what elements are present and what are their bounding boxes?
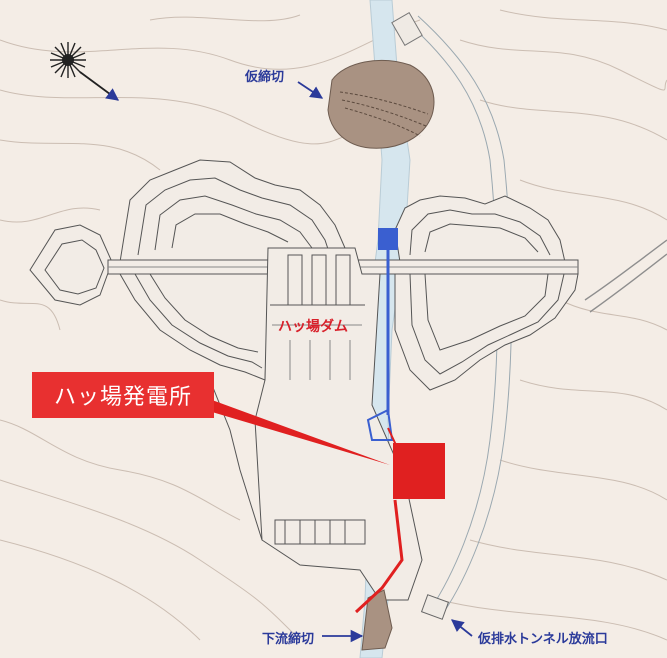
diversion-outlet-structure: [420, 594, 450, 620]
terrain-contours: [0, 9, 667, 641]
label-arrow-diversion-outlet: [451, 619, 473, 637]
road-right: [584, 239, 667, 301]
label-diversion-outlet: 仮排水トンネル放流口: [478, 632, 608, 647]
power-plant: [354, 427, 445, 614]
arrow-icon: [79, 71, 120, 101]
label-upstream-cofferdam: 仮締切: [245, 70, 285, 85]
plant-callout-pointer: [212, 400, 390, 465]
tunnel-inlet: [391, 12, 423, 46]
compass-star-icon: [50, 42, 86, 78]
label-arrow-upstream-cofferdam: [297, 81, 324, 99]
label-dam: ハッ場ダム: [278, 319, 348, 335]
label-downstream-cofferdam: 下流締切: [262, 632, 315, 647]
upstream-cofferdam: [327, 59, 435, 149]
dam-structure: [29, 159, 579, 601]
label-power-plant: ハッ場発電所: [32, 372, 214, 418]
penstock: [366, 228, 398, 441]
